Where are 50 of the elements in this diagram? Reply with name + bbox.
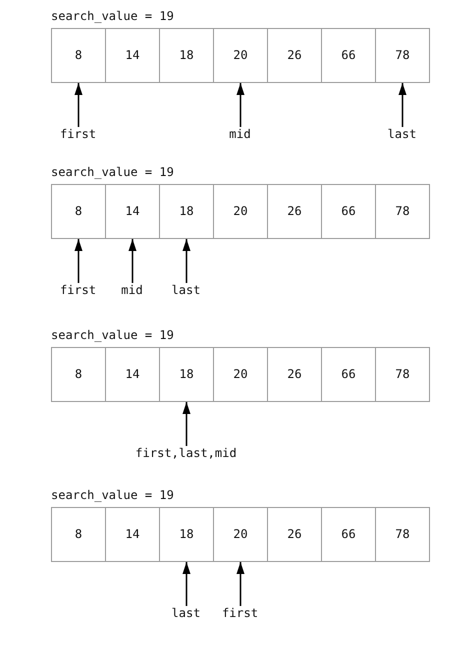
pointer-label: first <box>60 283 96 297</box>
pointer-label: first <box>222 606 258 620</box>
array-cell: 8 <box>51 347 106 402</box>
array-cell: 18 <box>159 347 214 402</box>
array-cell: 18 <box>159 28 214 83</box>
arrow <box>398 83 406 127</box>
pointer-label: mid <box>229 127 251 141</box>
pointer-label: first <box>60 127 96 141</box>
array-cell: 8 <box>51 507 106 562</box>
array-cell: 18 <box>159 184 214 239</box>
array-cell: 66 <box>321 507 376 562</box>
arrow <box>74 83 82 127</box>
arrow <box>236 83 244 127</box>
array-cell: 14 <box>105 507 160 562</box>
array-cell: 26 <box>267 184 322 239</box>
pointer-label: mid <box>121 283 143 297</box>
variable-label: search_value = 19 <box>51 328 174 342</box>
array-cell: 66 <box>321 347 376 402</box>
array-cell: 26 <box>267 507 322 562</box>
pointer-label: last <box>172 606 200 620</box>
array-cell: 78 <box>375 347 430 402</box>
array-cell: 14 <box>105 28 160 83</box>
arrow <box>182 562 190 606</box>
array-cell: 20 <box>213 347 268 402</box>
variable-label: search_value = 19 <box>51 488 174 502</box>
array-cell: 66 <box>321 184 376 239</box>
array-cell: 78 <box>375 28 430 83</box>
array-cell: 14 <box>105 184 160 239</box>
arrow <box>182 402 190 446</box>
arrow <box>74 239 82 283</box>
array-cell: 78 <box>375 507 430 562</box>
pointer-label: first,last,mid <box>135 446 237 460</box>
arrow <box>128 239 136 283</box>
array-cell: 8 <box>51 184 106 239</box>
array-cell: 8 <box>51 28 106 83</box>
arrow <box>182 239 190 283</box>
array-cell: 26 <box>267 28 322 83</box>
array-cell: 18 <box>159 507 214 562</box>
arrow <box>236 562 244 606</box>
array-cell: 26 <box>267 347 322 402</box>
variable-label: search_value = 19 <box>51 9 174 23</box>
array-cell: 14 <box>105 347 160 402</box>
array-cell: 20 <box>213 184 268 239</box>
array-cell: 20 <box>213 28 268 83</box>
array-cell: 66 <box>321 28 376 83</box>
pointer-label: last <box>388 127 416 141</box>
array-cell: 78 <box>375 184 430 239</box>
pointer-label: last <box>172 283 200 297</box>
variable-label: search_value = 19 <box>51 165 174 179</box>
array-cell: 20 <box>213 507 268 562</box>
